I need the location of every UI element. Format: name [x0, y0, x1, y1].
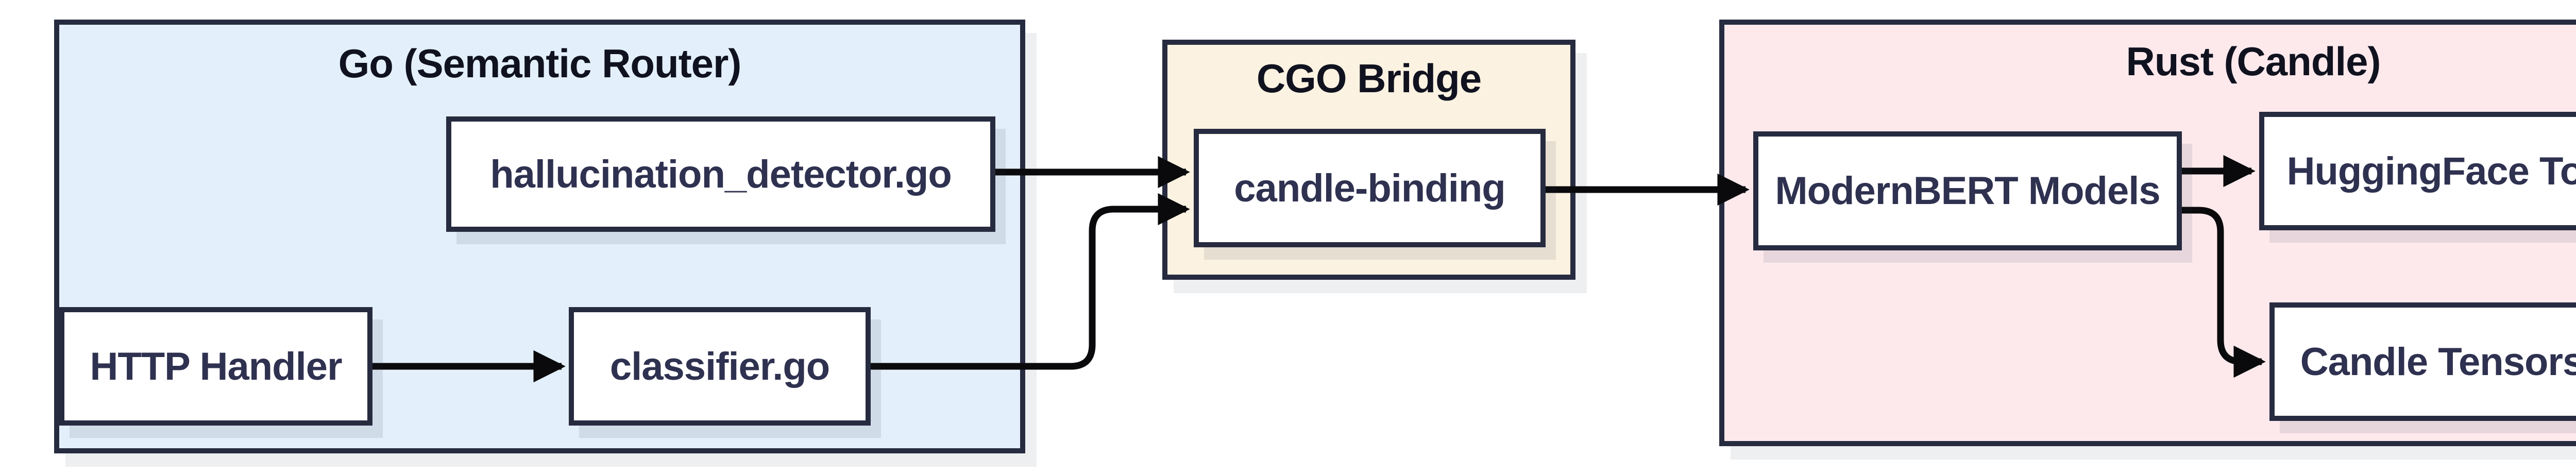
node-modernbert-models: ModernBERT Models [1753, 131, 2182, 250]
node-candle-tensors: Candle Tensors [2269, 302, 2576, 421]
node-label-modernbert-models: ModernBERT Models [1775, 169, 2160, 213]
node-label-classifier-go: classifier.go [609, 344, 830, 388]
node-classifier-go: classifier.go [569, 307, 871, 426]
cluster-title-go: Go (Semantic Router) [338, 41, 742, 86]
node-label-hallucination-detector: hallucination_detector.go [490, 152, 952, 196]
node-huggingface-tokenizers: HuggingFace Tokenizers [2259, 112, 2576, 230]
node-hallucination-detector: hallucination_detector.go [446, 116, 995, 232]
node-label-candle-binding: candle-binding [1234, 166, 1505, 210]
node-candle-binding: candle-binding [1194, 129, 1546, 247]
node-label-huggingface-tokenizers: HuggingFace Tokenizers [2286, 149, 2576, 193]
node-http-handler: HTTP Handler [59, 307, 372, 426]
cluster-title-cgo: CGO Bridge [1256, 56, 1482, 101]
node-label-candle-tensors: Candle Tensors [2300, 340, 2576, 384]
cluster-title-rust: Rust (Candle) [2126, 39, 2381, 84]
node-label-http-handler: HTTP Handler [90, 344, 342, 388]
